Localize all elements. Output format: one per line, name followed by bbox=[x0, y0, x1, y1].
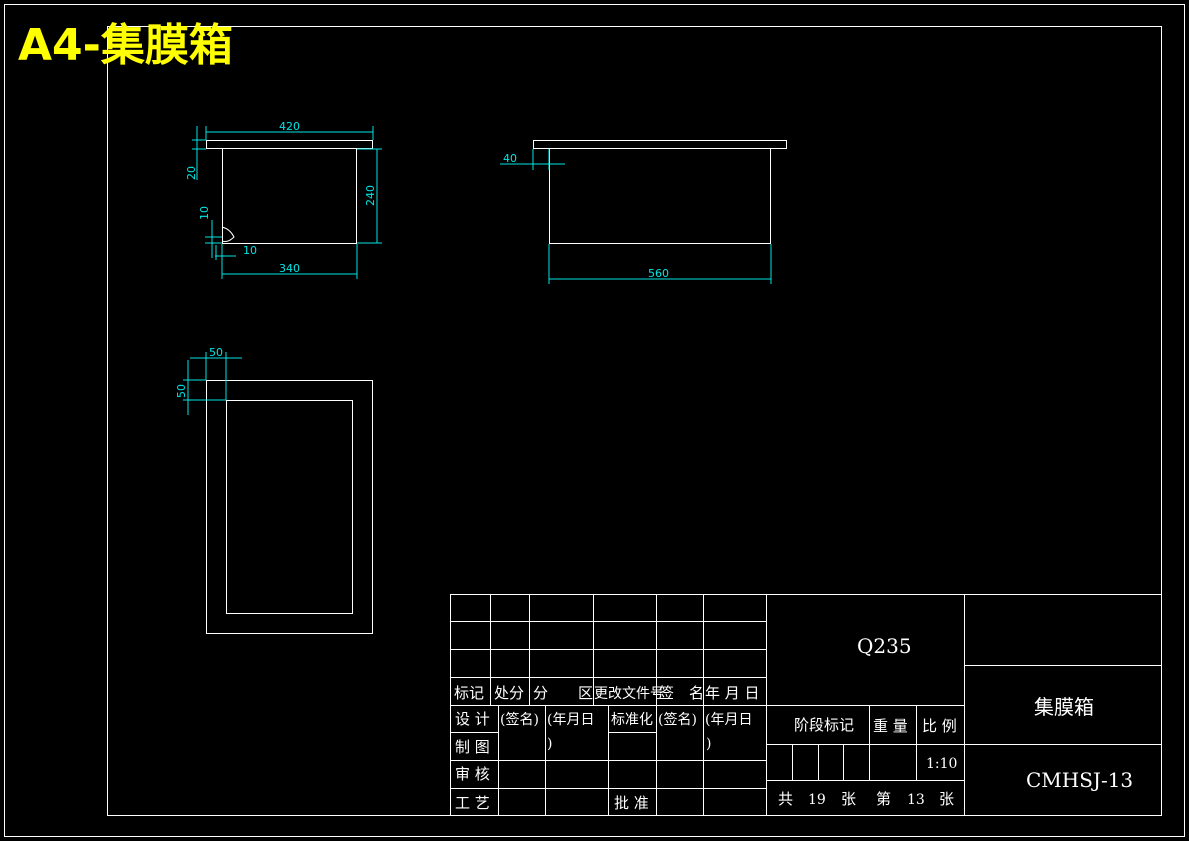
tb-sheets-total: 19 bbox=[808, 792, 826, 808]
top-view: 50 50 bbox=[175, 346, 373, 634]
tb-sheet-no: 13 bbox=[907, 792, 925, 808]
side-view: 40 560 bbox=[500, 140, 787, 284]
dim-wall-x: 50 bbox=[209, 346, 223, 359]
front-foot-hook bbox=[221, 226, 235, 242]
top-outer-frame bbox=[206, 380, 373, 634]
tb-check: 审 核 bbox=[455, 765, 490, 783]
dim-plate-thickness: 20 bbox=[185, 166, 198, 180]
sheet-outer-border bbox=[4, 4, 1185, 837]
title-block: 标记 处分 分 区 更改文件号 签 名 年 月 日 设 计 (签名) (年月日 … bbox=[450, 594, 1162, 816]
tb-process: 工 艺 bbox=[455, 794, 490, 812]
side-body bbox=[549, 148, 771, 244]
tb-design-sign: (签名) bbox=[500, 711, 539, 728]
tb-part-name: 集膜箱 bbox=[1034, 695, 1094, 719]
tb-standard: 标准化 bbox=[611, 712, 653, 728]
tb-header-sign: 签 名 bbox=[659, 684, 704, 702]
tb-header-zone: 分 区 bbox=[533, 684, 593, 702]
dim-bottom-width: 340 bbox=[279, 262, 300, 275]
tb-stage-label: 阶段标记 bbox=[794, 716, 854, 734]
tb-design-date: (年月日 bbox=[547, 712, 594, 728]
tb-header-date: 年 月 日 bbox=[705, 684, 760, 702]
tb-design: 设 计 bbox=[455, 710, 490, 728]
tb-scale-value: 1:10 bbox=[926, 756, 957, 772]
top-inner-opening bbox=[226, 400, 353, 614]
front-top-plate bbox=[206, 140, 373, 149]
tb-sheets-unit1: 张 bbox=[841, 790, 856, 808]
tb-standard-sign: (签名) bbox=[658, 711, 697, 728]
tb-sheets-unit2: 张 bbox=[939, 790, 954, 808]
dim-height: 240 bbox=[364, 185, 377, 206]
tb-weight-label: 重 量 bbox=[873, 717, 908, 735]
dim-wall-y: 50 bbox=[175, 384, 188, 398]
dim-bottom-offset: 10 bbox=[198, 206, 211, 220]
dim-foot: 10 bbox=[243, 244, 257, 257]
tb-header-mark: 标记 bbox=[454, 684, 484, 702]
side-top-plate bbox=[533, 140, 787, 149]
tb-drawing-code: CMHSJ-13 bbox=[1026, 768, 1133, 792]
tb-material: Q235 bbox=[857, 634, 912, 658]
tb-standard-date-close: ) bbox=[706, 736, 711, 752]
tb-draw: 制 图 bbox=[455, 738, 490, 756]
tb-header-count: 处分 bbox=[494, 684, 524, 702]
front-view: 420 20 240 10 10 340 bbox=[185, 120, 382, 279]
front-body bbox=[222, 148, 357, 244]
tb-header-change: 更改文件号 bbox=[594, 686, 664, 702]
tb-approve: 批 准 bbox=[614, 794, 649, 812]
sheet-title: A4-集膜箱 bbox=[18, 20, 233, 71]
tb-sheets-prefix: 共 bbox=[778, 790, 793, 808]
tb-design-date-close: ) bbox=[547, 736, 552, 752]
tb-standard-date: (年月日 bbox=[705, 712, 752, 728]
dim-length: 560 bbox=[648, 267, 669, 280]
tb-scale-label: 比 例 bbox=[922, 717, 957, 735]
tb-sheet-no-prefix: 第 bbox=[876, 790, 891, 808]
dim-lip: 40 bbox=[503, 152, 517, 165]
dim-top-width: 420 bbox=[279, 120, 300, 133]
